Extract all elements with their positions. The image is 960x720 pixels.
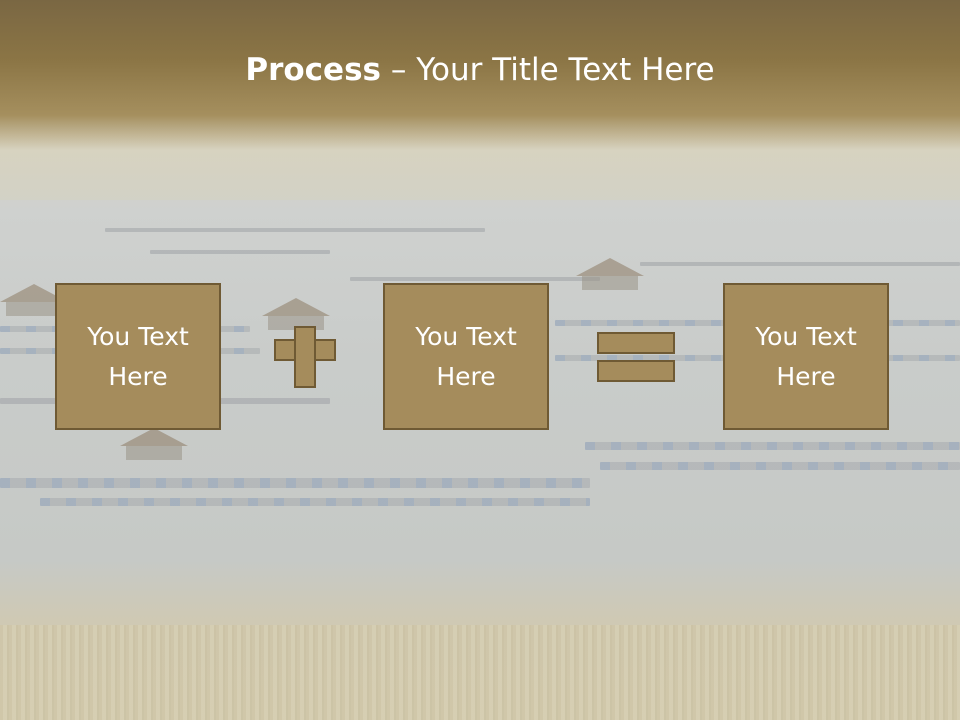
box-1-line-2: Here xyxy=(108,361,168,391)
title-bold: Process xyxy=(245,52,381,88)
box-2-line-2: Here xyxy=(436,361,496,391)
title-rest: – Your Title Text Here xyxy=(381,52,715,88)
box-1-line-1: You Text xyxy=(87,321,189,351)
box-3-line-2: Here xyxy=(776,361,836,391)
process-box-1[interactable]: You Text Here xyxy=(55,283,221,430)
process-box-3[interactable]: You Text Here xyxy=(723,283,889,430)
box-2-line-1: You Text xyxy=(415,321,517,351)
slide-title: Process – Your Title Text Here xyxy=(0,52,960,88)
title-band xyxy=(0,0,960,150)
box-3-line-1: You Text xyxy=(755,321,857,351)
process-box-2[interactable]: You Text Here xyxy=(383,283,549,430)
